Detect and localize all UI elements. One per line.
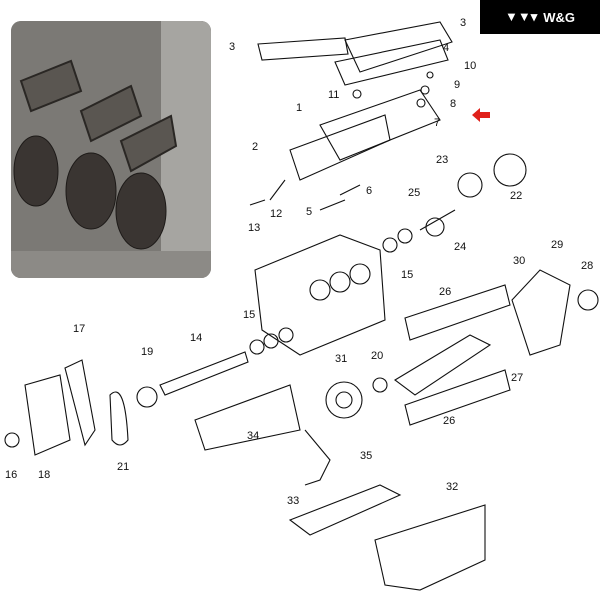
callout: 33 (287, 495, 299, 507)
callout: 16 (5, 469, 17, 481)
callout: 30 (513, 255, 525, 267)
callout: 23 (436, 154, 448, 166)
callout: 9 (454, 79, 460, 91)
callout: 24 (454, 241, 466, 253)
callout: 3 (460, 17, 466, 29)
callout: 29 (551, 239, 563, 251)
callout: 3 (229, 41, 235, 53)
oil-pan (374, 504, 486, 591)
callout: 15 (243, 309, 255, 321)
valve-cover (344, 21, 453, 73)
callout-labels: 1 2 3 3 4 5 6 7 8 9 10 11 12 13 14 15 15… (5, 17, 593, 507)
callout: 11 (328, 89, 339, 101)
callout: 21 (117, 461, 129, 473)
callout: 28 (581, 260, 593, 272)
callout: 35 (360, 450, 372, 462)
callout: 31 (335, 353, 347, 365)
logo-mark-icon: ▼▼▾ (504, 9, 538, 24)
callout: 4 (443, 42, 449, 54)
cylinder-head (319, 89, 441, 161)
callout: 25 (408, 187, 420, 199)
oil-pan-gasket (288, 484, 402, 536)
callout: 1 (296, 102, 302, 114)
camshaft (159, 351, 249, 396)
valve-cover-gasket (257, 37, 349, 61)
logo-text: W&G (543, 9, 576, 25)
callout: 26 (443, 415, 455, 427)
callout: 5 (306, 206, 312, 218)
rocker-arm-photo (11, 21, 211, 278)
timing-cover (24, 374, 71, 456)
callout: 15 (401, 269, 413, 281)
callout: 19 (141, 346, 153, 358)
callout: 22 (510, 190, 522, 202)
callout: 18 (38, 469, 50, 481)
crankshaft (394, 334, 492, 396)
callout: 7 (434, 117, 440, 129)
callout: 26 (439, 286, 451, 298)
callout: 14 (190, 332, 202, 344)
highlight-arrow-icon (472, 108, 490, 122)
callout: 13 (248, 222, 260, 234)
brand-logo: ▼▼▾ W&G (480, 0, 600, 34)
callout: 17 (73, 323, 85, 335)
photo-illustration (11, 21, 211, 278)
callout: 12 (270, 208, 282, 220)
callout: 6 (366, 185, 372, 197)
callout: 20 (371, 350, 383, 362)
callout: 8 (450, 98, 456, 110)
callout: 2 (252, 141, 258, 153)
engine-block (254, 234, 386, 356)
callout: 10 (464, 60, 476, 72)
callout: 27 (511, 372, 523, 384)
callout: 34 (247, 430, 259, 442)
callout: 32 (446, 481, 458, 493)
